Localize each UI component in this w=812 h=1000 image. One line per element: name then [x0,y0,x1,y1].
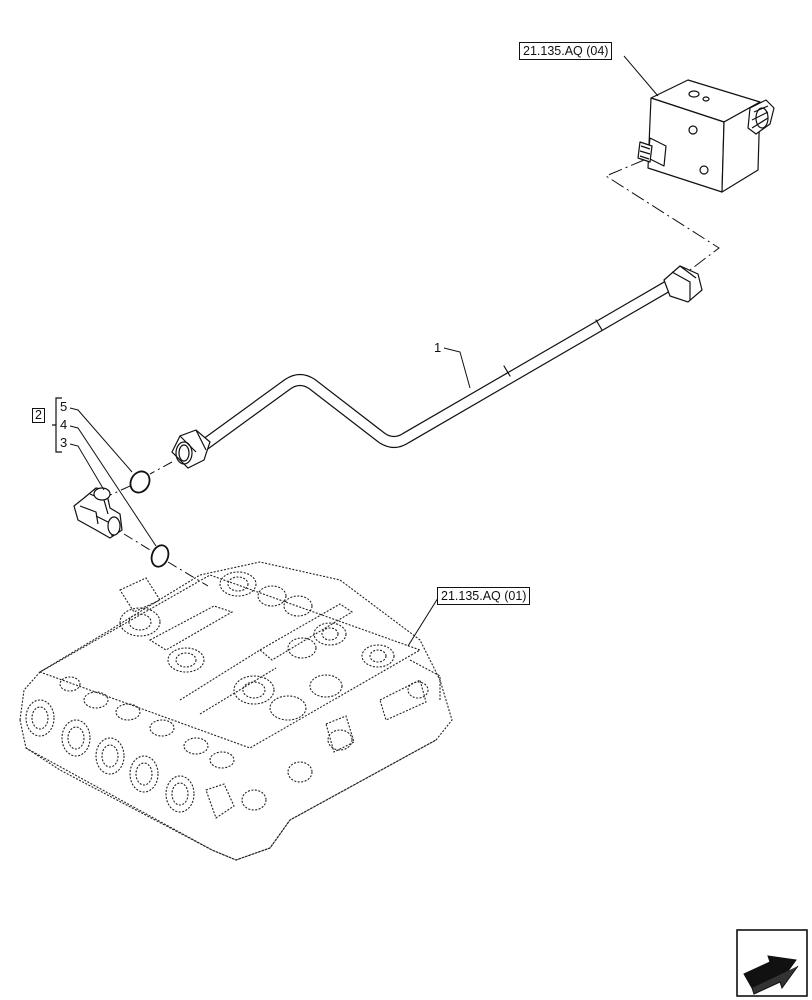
valve-body-housing [19,561,453,861]
elbow-fitting [73,487,123,539]
hydraulic-pipe [194,280,674,454]
pipe-nut-upper [663,265,703,303]
o-ring-upper [129,470,151,494]
callout-3: 3 [60,435,68,450]
callout-1: 1 [434,340,442,355]
valve-block [637,79,775,193]
ref-label-21-135-aq-01[interactable]: 21.135.AQ (01) [437,587,531,605]
ref-label-21-135-aq-04[interactable]: 21.135.AQ (04) [519,42,613,60]
centerline-block-to-pipe [604,159,720,271]
callout-5: 5 [60,399,68,414]
callout-kit-2: 2 [32,408,45,423]
o-ring-lower [150,544,170,568]
next-page-arrow-icon[interactable] [736,929,808,997]
callout-4: 4 [60,417,68,432]
pipe-nut-lower [171,429,211,469]
